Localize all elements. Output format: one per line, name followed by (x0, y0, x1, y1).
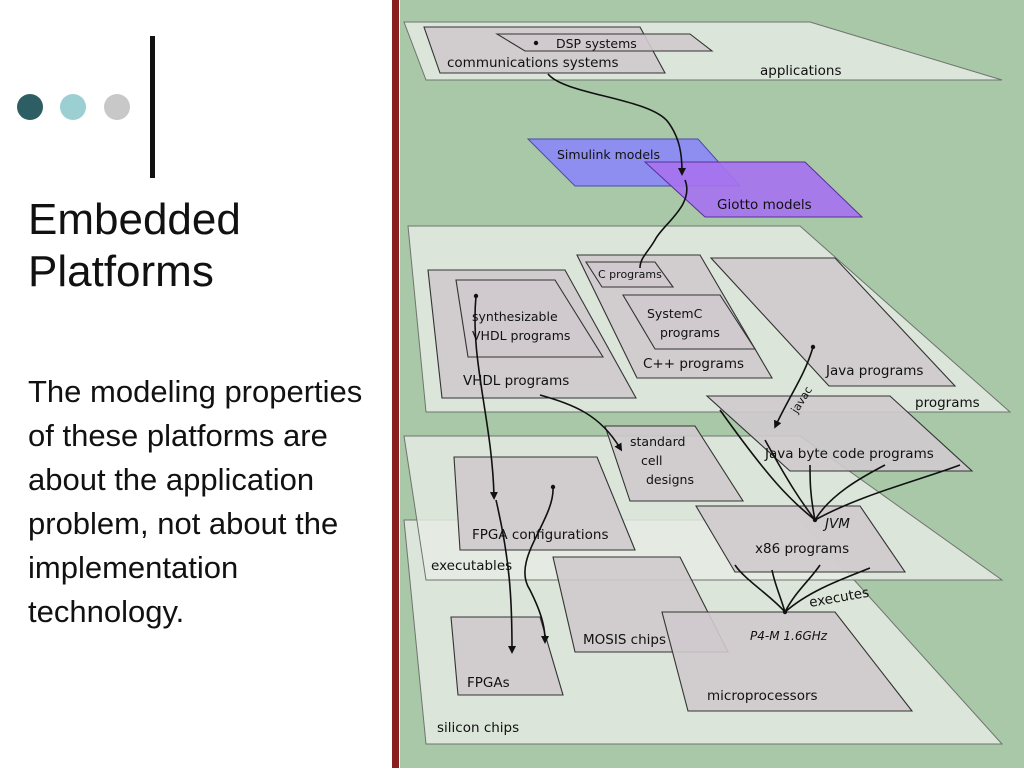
label-communications-systems: communications systems (447, 55, 619, 71)
label-simulink-models: Simulink models (557, 147, 660, 162)
label-silicon-chips-layer: silicon chips (437, 720, 519, 736)
label-c-programs: C programs (598, 268, 662, 281)
label-applications: applications (760, 63, 842, 79)
marker-dot-java (810, 344, 816, 350)
arrow-javac (774, 346, 814, 429)
bullet-dot-teal (60, 94, 86, 120)
arrow-jvm-fan-5 (814, 464, 961, 521)
arrow-giotto-to-c-programs (639, 179, 688, 269)
label-stdcell-line-2: cell (641, 453, 663, 468)
label-executables-layer: executables (431, 558, 512, 574)
arrow-p4m-fan-1 (734, 564, 786, 613)
slide-title: Embedded Platforms (28, 194, 368, 298)
platform-layers-diagram: applications DSP systems communications … (392, 0, 1024, 768)
marker-dot-fpga-config (550, 484, 556, 490)
arrow-jvm-fan-1 (719, 409, 816, 521)
bullet-dot-dark (17, 94, 43, 120)
label-stdcell-line-1: standard (630, 434, 685, 449)
label-stdcell-line-3: designs (646, 472, 694, 487)
label-java-programs: Java programs (825, 363, 923, 379)
slide-title-line-1: Embedded (28, 195, 241, 244)
label-programs-layer: programs (915, 395, 980, 411)
label-cpp-programs: C++ programs (643, 356, 744, 372)
accent-stripe (392, 0, 399, 768)
label-synth-line-1: synthesizable (472, 309, 558, 324)
box-fpgas (450, 616, 564, 696)
arrow-synth-to-stdcell (539, 394, 623, 452)
slide-title-line-2: Platforms (28, 247, 214, 296)
box-c-programs (584, 261, 675, 288)
label-dsp-systems: DSP systems (556, 36, 637, 51)
box-systemc-programs (622, 294, 757, 350)
arrow-p4m-fan-2 (771, 569, 786, 613)
label-p4m: P4-M 1.6GHz (750, 629, 828, 643)
arrow-fpgaconfig-to-fpgas-2 (524, 486, 554, 644)
box-java-byte-code (705, 395, 974, 472)
box-standard-cell-designs (604, 425, 745, 502)
bullet-dot-gray (104, 94, 130, 120)
label-java-byte-code: Java byte code programs (764, 446, 934, 462)
box-dsp-systems (495, 33, 714, 52)
slide-body-text: The modeling properties of these platfor… (28, 374, 363, 629)
title-divider-bar (150, 36, 155, 178)
arrow-p4m-fan-4 (784, 567, 871, 613)
label-microprocessors: microprocessors (707, 688, 818, 704)
marker-dot-p4m (782, 609, 788, 615)
arrow-p4m-fan-3 (784, 564, 821, 613)
arrow-jvm-fan-3 (809, 464, 816, 521)
arrow-fpgaconfig-to-fpgas-1 (495, 499, 516, 654)
arrow-vhdl-to-fpga-config (474, 295, 498, 500)
label-fpga-configurations: FPGA configurations (472, 527, 608, 543)
marker-dot-synth (473, 293, 479, 299)
label-synth-line-2: VHDL programs (472, 328, 570, 343)
arrow-jvm-fan-4 (814, 464, 886, 521)
marker-dot-dsp (533, 40, 539, 46)
label-systemc-line-2: programs (660, 325, 720, 340)
label-fpgas: FPGAs (467, 675, 510, 691)
box-microprocessors (661, 611, 914, 712)
arrow-jvm-fan-2 (764, 439, 816, 521)
label-systemc-line-1: SystemC (647, 306, 703, 321)
label-x86-programs: x86 programs (755, 541, 849, 557)
label-vhdl-programs: VHDL programs (463, 373, 569, 389)
marker-dot-jvm (812, 517, 818, 523)
label-mosis-chips: MOSIS chips (583, 632, 666, 648)
box-synthesizable-vhdl (455, 279, 604, 358)
box-fpga-configurations (453, 456, 636, 551)
label-jvm: JVM (822, 516, 850, 532)
arrow-comm-to-giotto (547, 73, 686, 176)
box-java-programs (709, 257, 957, 387)
label-giotto-models: Giotto models (717, 197, 812, 213)
diagram-panel: applications DSP systems communications … (392, 0, 1024, 768)
